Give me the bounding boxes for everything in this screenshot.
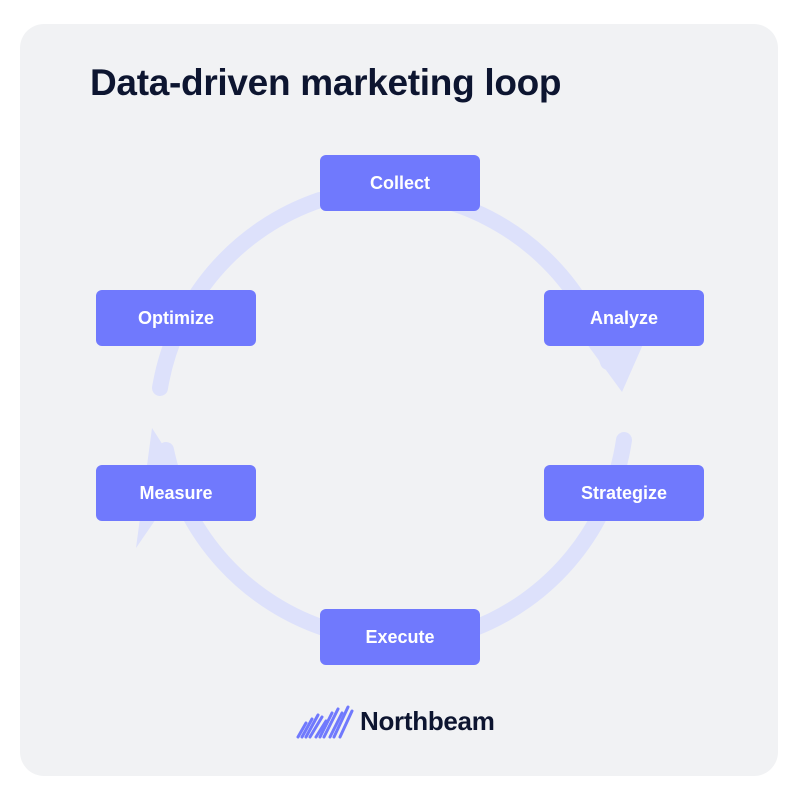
loop-arc-left-upper — [152, 192, 328, 396]
step-analyze: Analyze — [544, 290, 704, 346]
page-title: Data-driven marketing loop — [90, 62, 562, 103]
brand-name: Northbeam — [360, 705, 495, 736]
step-strategize: Strategize — [544, 465, 704, 521]
step-measure: Measure — [96, 465, 256, 521]
northbeam-logo-icon — [296, 705, 354, 739]
step-collect: Collect — [320, 155, 480, 211]
step-optimize: Optimize — [96, 290, 256, 346]
brand: Northbeam — [296, 701, 495, 741]
step-execute: Execute — [320, 609, 480, 665]
arrowhead-right-icon — [584, 340, 644, 392]
